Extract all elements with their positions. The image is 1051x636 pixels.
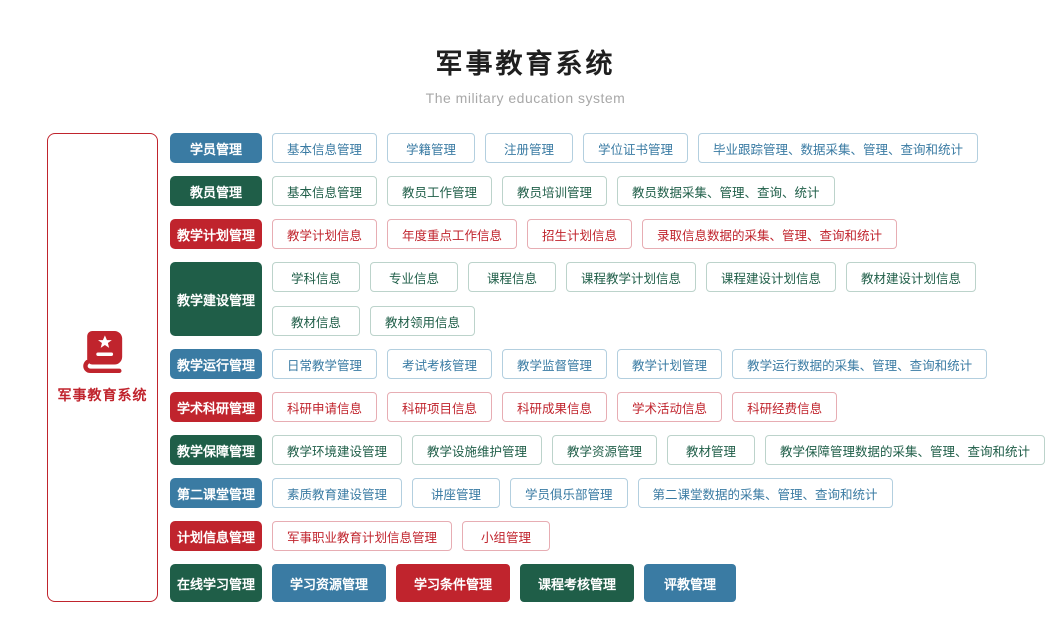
children-line: 素质教育建设管理讲座管理学员俱乐部管理第二课堂数据的采集、管理、查询和统计 [272, 478, 893, 508]
row: 教学保障管理教学环境建设管理教学设施维护管理教学资源管理教材管理教学保障管理数据… [170, 435, 1051, 465]
children-line: 学科信息专业信息课程信息课程教学计划信息课程建设计划信息教材建设计划信息 [272, 262, 977, 292]
child-node[interactable]: 学习条件管理 [396, 564, 511, 602]
row: 在线学习管理学习资源管理学习条件管理课程考核管理评教管理 [170, 564, 1051, 602]
children-line: 基本信息管理教员工作管理教员培训管理教员数据采集、管理、查询、统计 [272, 176, 835, 206]
diagram: 军事教育系统 学员管理基本信息管理学籍管理注册管理学位证书管理毕业跟踪管理、数据… [47, 133, 1051, 602]
children-line: 日常教学管理考试考核管理教学监督管理教学计划管理教学运行数据的采集、管理、查询和… [272, 349, 988, 379]
child-node[interactable]: 素质教育建设管理 [272, 478, 403, 508]
child-node[interactable]: 教学资源管理 [552, 435, 658, 465]
child-node[interactable]: 教学计划信息 [272, 219, 378, 249]
child-node[interactable]: 评教管理 [644, 564, 737, 602]
children-group: 日常教学管理考试考核管理教学监督管理教学计划管理教学运行数据的采集、管理、查询和… [272, 349, 988, 379]
children-line: 学习资源管理学习条件管理课程考核管理评教管理 [272, 564, 737, 602]
children-group: 学习资源管理学习条件管理课程考核管理评教管理 [272, 564, 737, 602]
child-node[interactable]: 课程教学计划信息 [566, 262, 697, 292]
row: 计划信息管理军事职业教育计划信息管理小组管理 [170, 521, 1051, 551]
child-node[interactable]: 学术活动信息 [617, 392, 723, 422]
child-node[interactable]: 教员培训管理 [502, 176, 608, 206]
children-group: 基本信息管理教员工作管理教员培训管理教员数据采集、管理、查询、统计 [272, 176, 835, 206]
child-node[interactable]: 教学设施维护管理 [412, 435, 543, 465]
category-node[interactable]: 教员管理 [170, 176, 262, 206]
child-node[interactable]: 小组管理 [462, 521, 551, 551]
children-line: 军事职业教育计划信息管理小组管理 [272, 521, 551, 551]
child-node[interactable]: 考试考核管理 [387, 349, 493, 379]
child-node[interactable]: 科研成果信息 [502, 392, 608, 422]
row: 第二课堂管理素质教育建设管理讲座管理学员俱乐部管理第二课堂数据的采集、管理、查询… [170, 478, 1051, 508]
child-node[interactable]: 科研申请信息 [272, 392, 378, 422]
child-node[interactable]: 教学环境建设管理 [272, 435, 403, 465]
category-node[interactable]: 教学保障管理 [170, 435, 262, 465]
category-node[interactable]: 学员管理 [170, 133, 262, 163]
child-node[interactable]: 基本信息管理 [272, 133, 378, 163]
row: 教学运行管理日常教学管理考试考核管理教学监督管理教学计划管理教学运行数据的采集、… [170, 349, 1051, 379]
rows: 学员管理基本信息管理学籍管理注册管理学位证书管理毕业跟踪管理、数据采集、管理、查… [170, 133, 1051, 602]
child-node[interactable]: 日常教学管理 [272, 349, 378, 379]
child-node[interactable]: 教学保障管理数据的采集、管理、查询和统计 [765, 435, 1046, 465]
child-node[interactable]: 教材领用信息 [370, 306, 476, 336]
page-subtitle: The military education system [425, 90, 626, 106]
child-node[interactable]: 学籍管理 [387, 133, 476, 163]
child-node[interactable]: 录取信息数据的采集、管理、查询和统计 [642, 219, 898, 249]
child-node[interactable]: 科研项目信息 [387, 392, 493, 422]
children-group: 科研申请信息科研项目信息科研成果信息学术活动信息科研经费信息 [272, 392, 838, 422]
children-line: 教学计划信息年度重点工作信息招生计划信息录取信息数据的采集、管理、查询和统计 [272, 219, 898, 249]
child-node[interactable]: 教学监督管理 [502, 349, 608, 379]
children-group: 教学环境建设管理教学设施维护管理教学资源管理教材管理教学保障管理数据的采集、管理… [272, 435, 1046, 465]
child-node[interactable]: 教员数据采集、管理、查询、统计 [617, 176, 835, 206]
children-line: 科研申请信息科研项目信息科研成果信息学术活动信息科研经费信息 [272, 392, 838, 422]
child-node[interactable]: 专业信息 [370, 262, 458, 292]
root-node: 军事教育系统 [47, 133, 158, 602]
category-node[interactable]: 学术科研管理 [170, 392, 262, 422]
children-line: 基本信息管理学籍管理注册管理学位证书管理毕业跟踪管理、数据采集、管理、查询和统计 [272, 133, 979, 163]
children-group: 素质教育建设管理讲座管理学员俱乐部管理第二课堂数据的采集、管理、查询和统计 [272, 478, 893, 508]
child-node[interactable]: 课程考核管理 [520, 564, 635, 602]
children-group: 教学计划信息年度重点工作信息招生计划信息录取信息数据的采集、管理、查询和统计 [272, 219, 898, 249]
row: 学员管理基本信息管理学籍管理注册管理学位证书管理毕业跟踪管理、数据采集、管理、查… [170, 133, 1051, 163]
page-title: 军事教育系统 [435, 49, 616, 79]
child-node[interactable]: 课程建设计划信息 [706, 262, 837, 292]
child-node[interactable]: 学位证书管理 [583, 133, 689, 163]
children-line: 教学环境建设管理教学设施维护管理教学资源管理教材管理教学保障管理数据的采集、管理… [272, 435, 1046, 465]
child-node[interactable]: 科研经费信息 [732, 392, 838, 422]
category-node[interactable]: 在线学习管理 [170, 564, 262, 602]
child-node[interactable]: 课程信息 [468, 262, 556, 292]
row: 教学建设管理学科信息专业信息课程信息课程教学计划信息课程建设计划信息教材建设计划… [170, 262, 1051, 336]
row: 教学计划管理教学计划信息年度重点工作信息招生计划信息录取信息数据的采集、管理、查… [170, 219, 1051, 249]
child-node[interactable]: 学科信息 [272, 262, 360, 292]
category-node[interactable]: 计划信息管理 [170, 521, 262, 551]
child-node[interactable]: 教员工作管理 [387, 176, 493, 206]
category-node[interactable]: 教学建设管理 [170, 262, 262, 336]
child-node[interactable]: 军事职业教育计划信息管理 [272, 521, 453, 551]
category-node[interactable]: 教学运行管理 [170, 349, 262, 379]
child-node[interactable]: 基本信息管理 [272, 176, 378, 206]
row: 教员管理基本信息管理教员工作管理教员培训管理教员数据采集、管理、查询、统计 [170, 176, 1051, 206]
child-node[interactable]: 教材管理 [667, 435, 756, 465]
child-node[interactable]: 毕业跟踪管理、数据采集、管理、查询和统计 [698, 133, 979, 163]
child-node[interactable]: 注册管理 [485, 133, 574, 163]
child-node[interactable]: 第二课堂数据的采集、管理、查询和统计 [637, 478, 893, 508]
child-node[interactable]: 教学计划管理 [617, 349, 723, 379]
category-node[interactable]: 第二课堂管理 [170, 478, 262, 508]
child-node[interactable]: 教材信息 [272, 306, 360, 336]
child-node[interactable]: 学员俱乐部管理 [510, 478, 628, 508]
children-group: 学科信息专业信息课程信息课程教学计划信息课程建设计划信息教材建设计划信息教材信息… [272, 262, 977, 336]
children-group: 军事职业教育计划信息管理小组管理 [272, 521, 551, 551]
category-node[interactable]: 教学计划管理 [170, 219, 262, 249]
children-line: 教材信息教材领用信息 [272, 306, 976, 336]
child-node[interactable]: 年度重点工作信息 [387, 219, 518, 249]
book-star-icon [82, 330, 122, 374]
child-node[interactable]: 教材建设计划信息 [846, 262, 977, 292]
child-node[interactable]: 教学运行数据的采集、管理、查询和统计 [732, 349, 988, 379]
page-header: 军事教育系统 The military education system [0, 0, 1051, 106]
child-node[interactable]: 讲座管理 [412, 478, 501, 508]
root-node-label: 军事教育系统 [57, 387, 148, 403]
child-node[interactable]: 学习资源管理 [272, 564, 387, 602]
row: 学术科研管理科研申请信息科研项目信息科研成果信息学术活动信息科研经费信息 [170, 392, 1051, 422]
children-group: 基本信息管理学籍管理注册管理学位证书管理毕业跟踪管理、数据采集、管理、查询和统计 [272, 133, 979, 163]
child-node[interactable]: 招生计划信息 [527, 219, 633, 249]
